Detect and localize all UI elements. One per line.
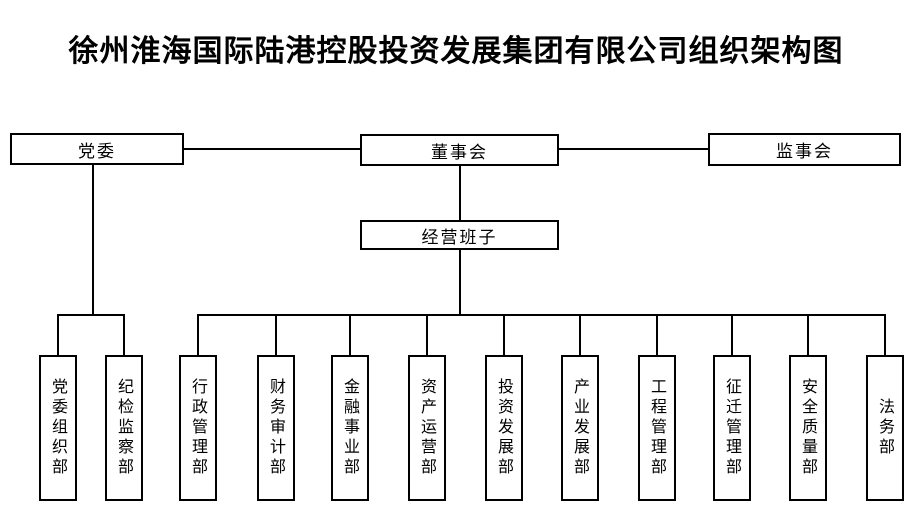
dept-box-engineering-management: 工程管理部 <box>638 355 676 501</box>
dept-box-administration: 行政管理部 <box>179 355 217 501</box>
node-supervisory-board: 监事会 <box>708 133 901 166</box>
dept-box-legal-affairs: 法务部 <box>866 355 904 501</box>
page-title: 徐州淮海国际陆港控股投资发展集团有限公司组织架构图 <box>68 34 844 69</box>
node-management-team: 经营班子 <box>360 220 559 250</box>
dept-box-relocation-management: 征迁管理部 <box>713 355 751 501</box>
dept-box-safety-quality: 安全质量部 <box>789 355 827 501</box>
dept-box-asset-operations: 资产运营部 <box>408 355 446 501</box>
dept-box-investment-development: 投资发展部 <box>485 355 523 501</box>
dept-box-party-organization: 党委组织部 <box>39 355 77 501</box>
dept-box-finance-audit: 财务审计部 <box>257 355 295 501</box>
node-party-committee: 党委 <box>10 133 184 165</box>
node-board-of-directors: 董事会 <box>360 134 559 166</box>
dept-box-financial-business: 金融事业部 <box>331 355 369 501</box>
dept-box-industry-development: 产业发展部 <box>561 355 599 501</box>
dept-box-discipline-inspection: 纪检监察部 <box>105 355 143 501</box>
